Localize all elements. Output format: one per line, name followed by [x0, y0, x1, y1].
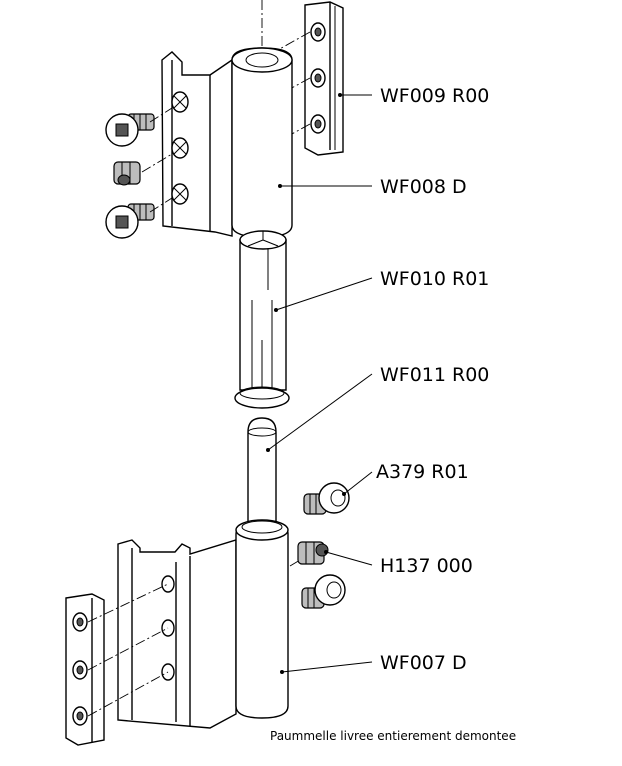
leader-lines	[266, 93, 373, 674]
plate-lower-left	[65, 593, 105, 746]
label-wf010: WF010 R01	[380, 268, 489, 290]
label-wf011: WF011 R00	[380, 364, 489, 386]
bushing-wf010	[234, 230, 290, 409]
label-wf007: WF007 D	[380, 652, 467, 674]
label-wf009: WF009 R00	[380, 85, 489, 107]
set-screw-h137	[297, 541, 329, 565]
label-h137: H137 000	[380, 555, 473, 577]
plate-wf009	[304, 1, 344, 156]
assembly-note: Paummelle livree entierement demontee	[270, 729, 516, 743]
label-a379: A379 R01	[376, 461, 469, 483]
screw-lower-right	[301, 574, 346, 609]
screw-a379	[303, 482, 350, 515]
hinge-leaf-wf007	[117, 519, 289, 729]
hinge-leaf-wf008	[161, 47, 293, 238]
pin-wf011	[247, 417, 277, 531]
label-wf008: WF008 D	[380, 176, 467, 198]
set-screw-upper	[113, 161, 141, 186]
screw-upper-2	[105, 203, 155, 239]
screw-upper-1	[105, 113, 155, 147]
